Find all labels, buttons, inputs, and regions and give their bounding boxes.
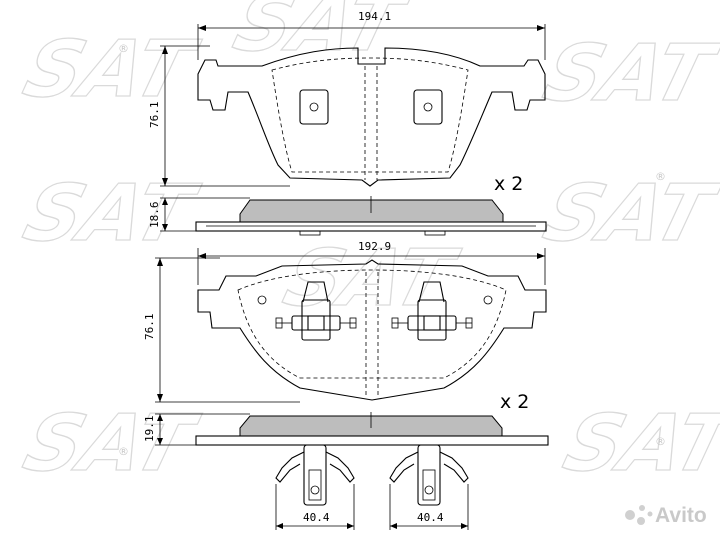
top-height-dimension: 76.1 xyxy=(148,45,290,187)
bottom-pad-clip-profile-left xyxy=(275,444,355,506)
watermark-text: SAT xyxy=(275,232,467,323)
bottom-pad-backing-plate-edge xyxy=(195,435,549,446)
registered-mark: ® xyxy=(118,42,129,55)
watermark-text: SAT xyxy=(15,23,207,114)
bottom-pad-friction-outline xyxy=(237,269,507,379)
bottom-thickness-dimension: 19.1 xyxy=(143,413,250,446)
clip-right-width-label: 40.4 xyxy=(417,511,444,524)
bottom-quantity-label: x 2 xyxy=(500,391,529,413)
bottom-pad-front-view xyxy=(197,259,547,401)
watermark-logo: SAT xyxy=(224,0,418,69)
corner-logo: Avito xyxy=(625,504,707,527)
watermark-text: SAT xyxy=(555,397,720,488)
bottom-pad-clip-profile-right xyxy=(389,444,469,506)
top-pad-bottom-clip xyxy=(424,230,446,236)
top-thickness-dimension: 18.6 xyxy=(148,197,250,232)
top-pad-friction-outline xyxy=(271,57,469,173)
bottom-width-label: 192.9 xyxy=(358,240,391,253)
registered-mark: ® xyxy=(655,170,666,183)
watermark-logo: SAT xyxy=(274,232,468,325)
bottom-pad-mount-hole-right xyxy=(483,295,493,305)
top-pad-backing-plate-edge xyxy=(195,221,547,232)
top-pad-front-view xyxy=(197,47,546,187)
corner-logo-text: Avito xyxy=(655,504,707,527)
top-pad-shim-hole-left xyxy=(309,102,319,112)
top-pad-side-view xyxy=(195,196,547,236)
watermark-layer: SAT SAT SAT SAT SAT SAT SAT SAT ® ® ® ® xyxy=(14,0,720,490)
top-height-label: 76.1 xyxy=(148,102,161,129)
bottom-pad-mount-hole-left xyxy=(257,295,267,305)
registered-mark: ® xyxy=(118,445,129,458)
watermark-text: SAT xyxy=(15,397,207,488)
bottom-height-label: 76.1 xyxy=(143,314,156,341)
watermark-text: SAT xyxy=(535,167,720,258)
bottom-thickness-label: 19.1 xyxy=(143,416,156,443)
watermark-text: SAT xyxy=(225,0,417,69)
bottom-pad-side-view xyxy=(195,412,549,506)
top-pad-shim-tab-right xyxy=(413,89,443,125)
top-pad-friction-material xyxy=(239,199,504,223)
watermark-logo: SAT xyxy=(14,167,208,260)
bottom-pad-backing-plate xyxy=(197,259,547,401)
watermark-logo: SAT xyxy=(14,397,208,490)
top-quantity-label: x 2 xyxy=(494,173,523,195)
watermark-logo: SAT xyxy=(534,27,720,120)
top-width-dimension: 194.1 xyxy=(197,10,546,60)
watermark-text: SAT xyxy=(535,27,720,118)
clip-left-width-label: 40.4 xyxy=(303,511,330,524)
avito-logo-icon xyxy=(625,510,635,520)
bottom-pad-spring-clip-left xyxy=(275,281,357,341)
watermark-logo: SAT xyxy=(534,167,720,260)
watermark-text: SAT xyxy=(15,167,207,258)
bottom-pad-spring-clip-right xyxy=(391,281,473,341)
top-width-label: 194.1 xyxy=(358,10,391,23)
top-pad-backing-plate xyxy=(197,47,546,187)
watermark-logo: SAT xyxy=(554,397,720,490)
top-pad-shim-tab-left xyxy=(299,89,329,125)
top-pad-bottom-clip xyxy=(299,230,321,236)
registered-mark: ® xyxy=(655,435,666,448)
clip-right-width-dimension: 40.4 xyxy=(389,484,469,530)
top-thickness-label: 18.6 xyxy=(148,202,161,229)
top-pad-shim-hole-right xyxy=(423,102,433,112)
bottom-height-dimension: 76.1 xyxy=(143,257,300,403)
watermark-logo: SAT xyxy=(14,23,208,116)
clip-left-width-dimension: 40.4 xyxy=(275,484,355,530)
bottom-width-dimension: 192.9 xyxy=(197,240,546,285)
